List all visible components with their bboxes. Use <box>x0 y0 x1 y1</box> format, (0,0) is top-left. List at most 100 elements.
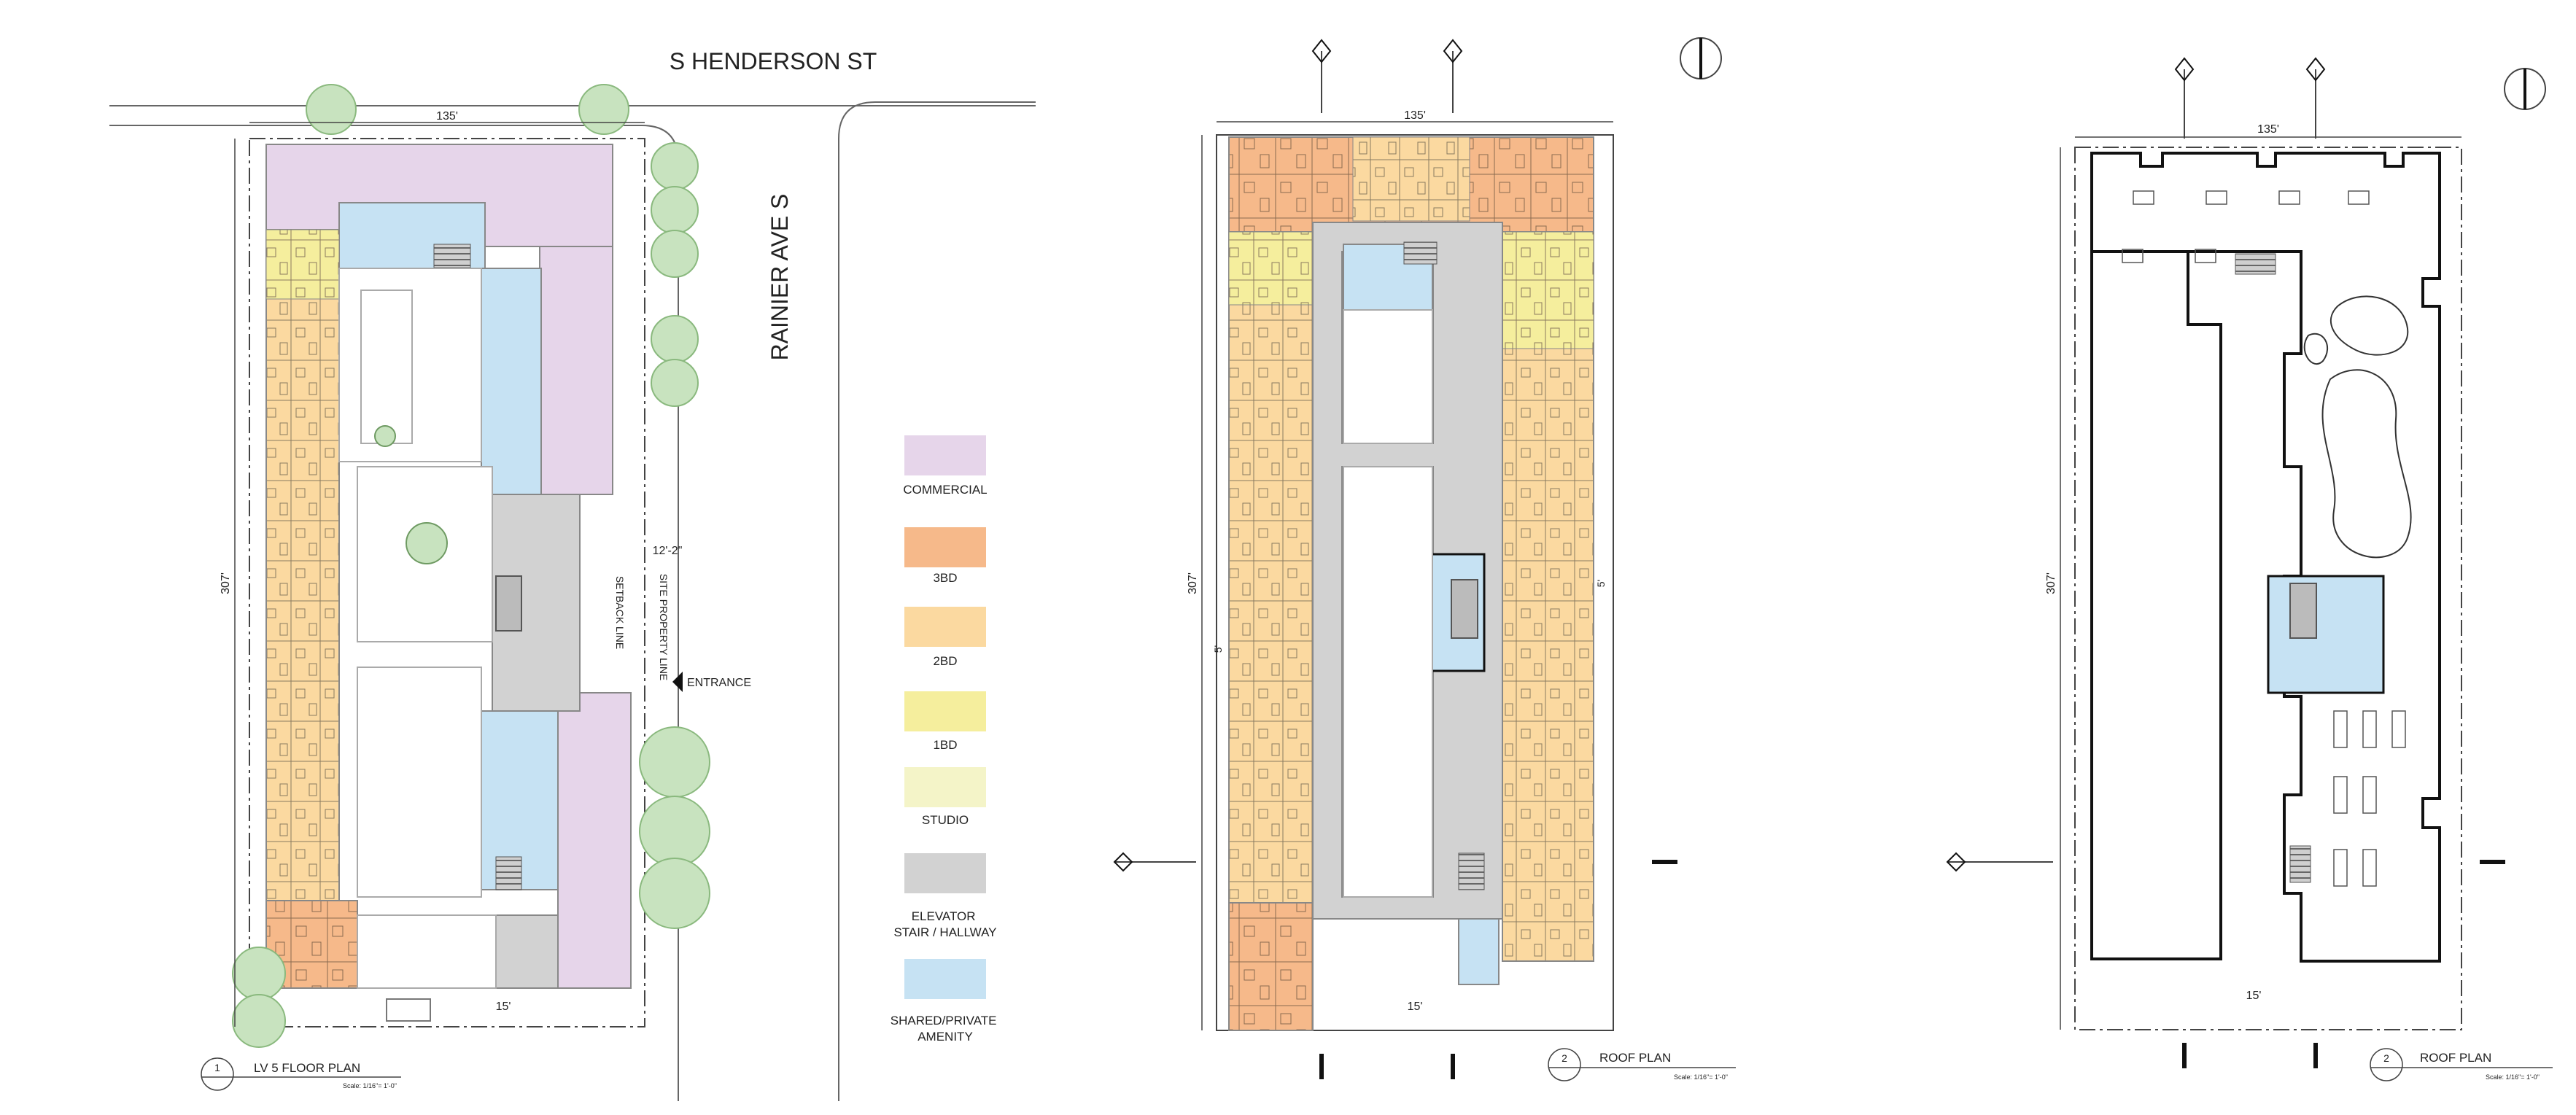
setback-line-label: SETBACK LINE <box>614 576 626 649</box>
tree <box>651 315 699 363</box>
stair-roof-south-3 <box>2289 845 2311 883</box>
dim-depth-2: 307' <box>1187 572 1199 594</box>
units-east-1bd-2 <box>1502 231 1594 349</box>
skylight <box>2133 190 2154 205</box>
entrance-arrow <box>672 672 683 692</box>
units-3bd-southwest-2 <box>1228 902 1314 1031</box>
legend-label-circulation: ELEVATOR STAIR / HALLWAY <box>893 909 996 939</box>
core-south <box>495 914 559 989</box>
tree <box>374 425 396 447</box>
elevator-roof-3 <box>2289 583 2317 639</box>
amenity-roof-3 <box>2267 575 2385 694</box>
amenity-east-upper <box>481 268 542 495</box>
tree <box>639 726 710 798</box>
plan-1-number-bubble <box>201 1057 234 1091</box>
units-west-wing <box>265 229 340 901</box>
stair-roof-north-3 <box>2235 253 2276 275</box>
plan-1-number: 1 <box>214 1062 220 1073</box>
legend-label-amenity-line2: AMENITY <box>917 1030 973 1044</box>
courtyard-north-2 <box>1343 309 1433 444</box>
dim-depth-3: 307' <box>2045 572 2057 594</box>
section-marker-west-2 <box>1113 852 1133 872</box>
dim-width-3: 135' <box>2257 123 2279 136</box>
section-marker-north-1 <box>1311 39 1332 63</box>
dim-depth: 307' <box>220 572 232 594</box>
legend-label-commercial: COMMERCIAL <box>903 483 987 497</box>
roof-west-wing-3 <box>2090 250 2222 960</box>
skylight <box>2362 776 2377 814</box>
legend-label-2bd: 2BD <box>933 654 957 668</box>
plan-2: 135' 307' 15' 5' 5' 2 ROOF PLAN Scale: 1… <box>1113 37 1736 1081</box>
units-west-1bd <box>265 229 340 300</box>
courtyard-north <box>338 268 482 462</box>
skylight <box>2362 710 2377 748</box>
stair-south <box>495 856 522 890</box>
dim-setback-total: 12'-2" <box>653 545 683 557</box>
section-marker-north-3a <box>2174 57 2195 82</box>
plan-3-roof: 135' 307' 15' 2 ROOF PLAN Scal <box>1946 57 2553 1081</box>
legend-label-1bd: 1BD <box>933 738 957 752</box>
plan-3-title: ROOF PLAN <box>2420 1051 2491 1065</box>
elevator-center <box>495 575 522 632</box>
section-marker-north-2 <box>1443 39 1463 63</box>
street-curb-east <box>838 101 1036 1101</box>
legend: COMMERCIAL 3BD 2BD 1BD STUDIO ELEVATOR S… <box>891 435 997 1044</box>
courtyard-south-2 <box>1343 466 1433 898</box>
section-marker-north-3b <box>2305 57 2326 82</box>
legend-swatch-2bd <box>904 607 986 647</box>
parking-stall <box>386 998 431 1022</box>
skylight <box>2362 849 2377 887</box>
entrance-label: ENTRANCE <box>687 677 751 689</box>
plan-1-scale: Scale: 1/16"= 1'-0" <box>343 1082 397 1089</box>
roof-outline-3 <box>2090 152 2441 963</box>
street-label-north: S HENDERSON ST <box>670 48 877 74</box>
property-line-3 <box>2074 147 2462 1030</box>
section-marker-west-3 <box>1946 852 1966 872</box>
tree <box>406 522 448 564</box>
tree <box>232 947 286 1001</box>
skylight <box>2348 190 2370 205</box>
stair-north <box>433 244 471 268</box>
courtyard-south <box>357 667 482 898</box>
legend-label-studio: STUDIO <box>922 813 969 827</box>
plan-3-number-bubble <box>2370 1048 2403 1081</box>
tree <box>639 796 710 867</box>
plan-3-number: 2 <box>2383 1052 2389 1064</box>
units-west-2 <box>1228 231 1314 904</box>
legend-swatch-studio <box>904 767 986 807</box>
dim-setback-east-2: 5' <box>1595 580 1607 587</box>
skylight <box>2391 710 2406 748</box>
garden-blob-3c <box>2321 369 2412 559</box>
tree <box>651 359 699 407</box>
plan-3-scale: Scale: 1/16"= 1'-0" <box>2486 1073 2540 1081</box>
legend-label-circulation-line1: ELEVATOR <box>912 909 976 923</box>
plan-2-scale: Scale: 1/16"= 1'-0" <box>1674 1073 1728 1081</box>
legend-swatch-circulation <box>904 853 986 893</box>
dim-setback-south-2: 15' <box>1408 1001 1423 1013</box>
tree <box>639 858 710 929</box>
skylight <box>2122 249 2144 263</box>
tree <box>651 230 699 278</box>
plan-2-title: ROOF PLAN <box>1599 1051 1671 1065</box>
section-cut-south-2 <box>1319 1054 1455 1079</box>
legend-swatch-3bd <box>904 527 986 567</box>
stair-south-2 <box>1458 852 1485 890</box>
legend-swatch-1bd <box>904 691 986 731</box>
plan-lv5-floor: 135' 307' 15' 12'-2" S HENDERSON ST RAIN… <box>109 48 1036 1101</box>
property-line-2 <box>1216 134 1614 1031</box>
stair-north-2 <box>1403 241 1438 265</box>
dim-width: 135' <box>436 110 458 123</box>
section-marker-line-3 <box>2184 69 2316 139</box>
tree <box>306 84 357 135</box>
skylight <box>2333 710 2348 748</box>
garden-blob-3b <box>2303 333 2328 365</box>
dim-setback-south: 15' <box>496 1001 511 1013</box>
skylight <box>2333 776 2348 814</box>
section-cut-south-3 <box>2182 1043 2318 1068</box>
property-line <box>249 138 645 1027</box>
legend-label-amenity-line1: SHARED/PRIVATE <box>891 1014 997 1027</box>
units-west-1bd-2 <box>1228 231 1314 306</box>
skylight <box>2195 249 2216 263</box>
